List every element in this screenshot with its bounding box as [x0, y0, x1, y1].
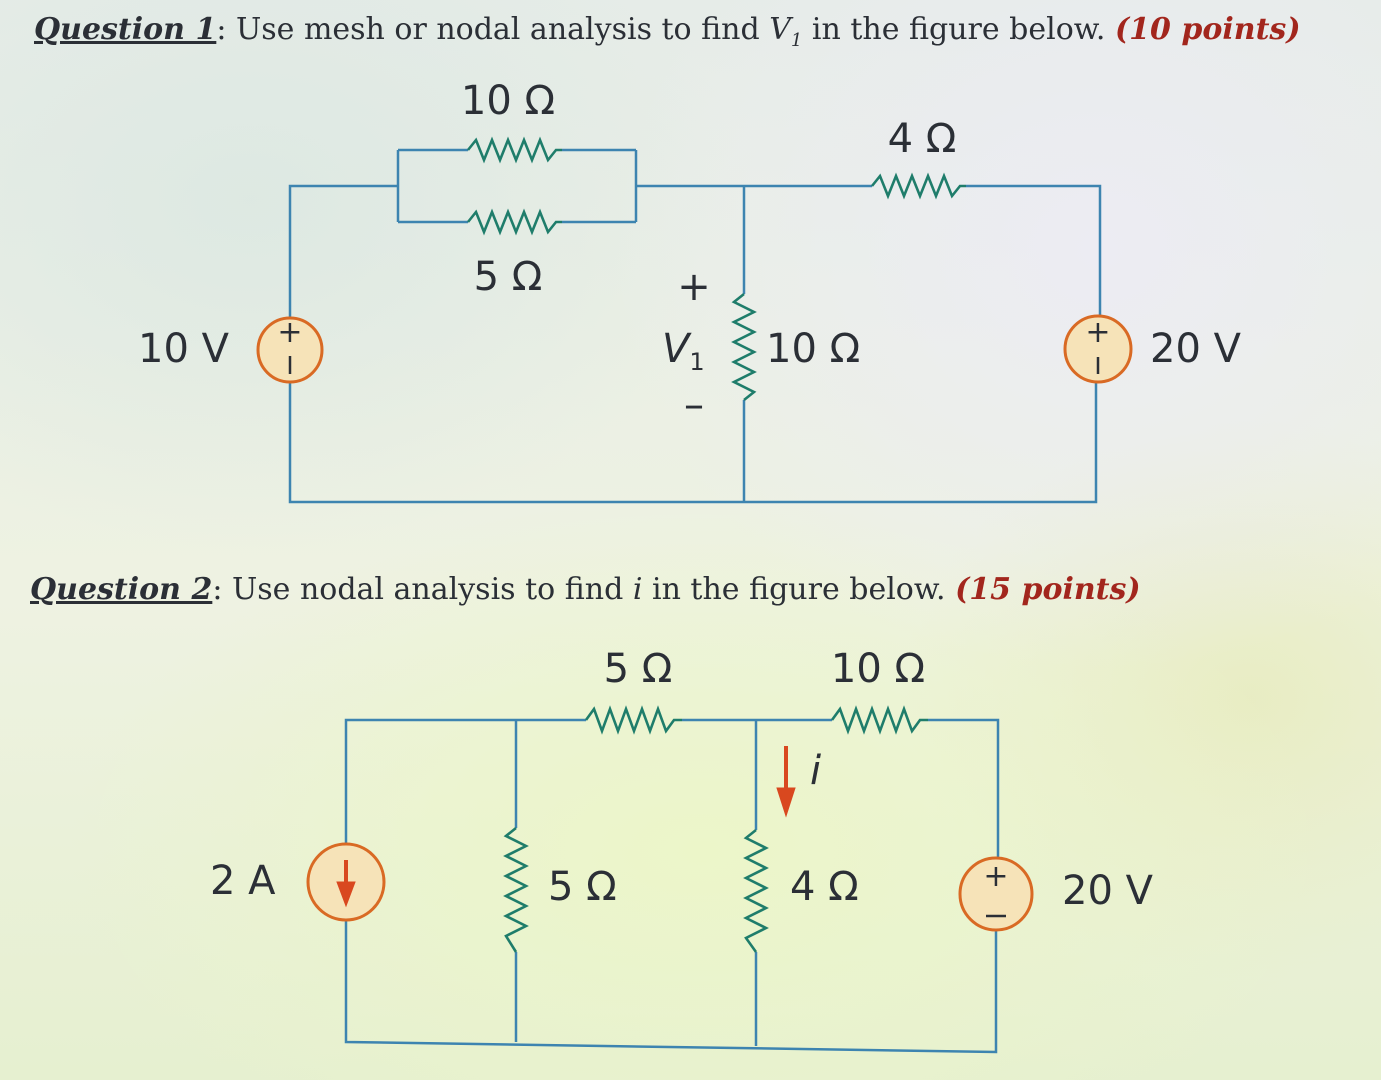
- circuit-2-current-arrow-i: [776, 746, 796, 818]
- v1-minus-sign: –: [684, 382, 704, 428]
- question-1-variable-sub: 1: [790, 30, 803, 51]
- plus-sign: +: [277, 315, 302, 350]
- label-10-ohm-top: 10 Ω: [831, 646, 925, 692]
- circuit-2-voltage-source-20v: +: [958, 856, 1034, 932]
- circuit-2: + 5 Ω 10 Ω 5 Ω 4 Ω 2 A 20 V i: [210, 646, 1154, 1054]
- circuit-1-wire-bottom: [288, 380, 1098, 504]
- circuit-2-resistor-5-ohm-middle: [503, 826, 529, 953]
- down-arrowhead-icon: [336, 881, 356, 908]
- circuit-2-wire-left-lower: [344, 920, 998, 1054]
- v1-name: V: [662, 326, 692, 372]
- label-10-ohm-top: 10 Ω: [461, 78, 555, 124]
- circuit-1: + + 10 Ω 5 Ω 4 Ω 10 Ω 10 V 20 V + V1 –: [138, 78, 1242, 504]
- question-2-variable: i: [632, 572, 643, 607]
- label-20v: 20 V: [1150, 326, 1242, 372]
- question-1-points: (10 points): [1114, 12, 1301, 47]
- circuit-1-resistor-5-ohm-top: [466, 208, 562, 236]
- label-10-ohm-middle: 10 Ω: [766, 326, 860, 372]
- v1-plus-sign: +: [677, 264, 711, 310]
- question-1-prompt: : Use mesh or nodal analysis to find: [216, 12, 770, 47]
- label-5-ohm-top: 5 Ω: [474, 254, 543, 300]
- circuit-2-resistor-4-ohm-middle: [743, 828, 769, 953]
- question-1-variable: V1: [769, 12, 802, 51]
- question-2-text: Question 2: Use nodal analysis to find i…: [30, 572, 1141, 607]
- circuit-1-wire-left: [288, 184, 398, 320]
- label-10v: 10 V: [138, 326, 230, 372]
- question-1-text: Question 1: Use mesh or nodal analysis t…: [34, 12, 1301, 51]
- label-4-ohm: 4 Ω: [888, 116, 957, 162]
- v1-sub: 1: [689, 348, 704, 376]
- question-2-points: (15 points): [955, 572, 1141, 607]
- question-2-label: Question 2: [30, 572, 213, 607]
- circuit-2-resistor-10-ohm-top: [830, 705, 928, 735]
- plus-sign: +: [983, 859, 1008, 894]
- question-1-variable-name: V: [769, 12, 791, 47]
- circuit-2-wire-outer-left: [344, 718, 1000, 858]
- circuit-1-resistor-4-ohm: [870, 172, 966, 200]
- current-arrowhead-icon: [776, 787, 796, 818]
- circuit-2-resistor-5-ohm-top: [584, 705, 682, 735]
- circuit-1-resistor-10-ohm-middle: [731, 292, 757, 402]
- circuit-2-current-source-2a: [306, 842, 386, 922]
- circuit-1-resistor-10-ohm-top: [466, 136, 562, 164]
- label-4-ohm-middle: 4 Ω: [790, 864, 859, 910]
- v1-label: V1: [662, 326, 705, 376]
- circuit-1-voltage-source-10v: +: [256, 315, 324, 384]
- question-2-prompt-end: in the figure below.: [642, 572, 956, 607]
- question-1-prompt-end: in the figure below.: [802, 12, 1115, 47]
- circuit-1-voltage-source-20v: +: [1063, 314, 1133, 384]
- question-2-prompt: : Use nodal analysis to find: [212, 572, 633, 607]
- label-5-ohm-middle: 5 Ω: [548, 864, 617, 910]
- label-2a: 2 A: [210, 858, 276, 904]
- label-current-i: i: [810, 748, 821, 794]
- label-5-ohm-top: 5 Ω: [604, 646, 673, 692]
- circuit-1-wire-top-right: [636, 184, 1102, 316]
- question-1-label: Question 1: [34, 12, 217, 47]
- plus-sign: +: [1085, 315, 1110, 350]
- label-20v: 20 V: [1062, 868, 1154, 914]
